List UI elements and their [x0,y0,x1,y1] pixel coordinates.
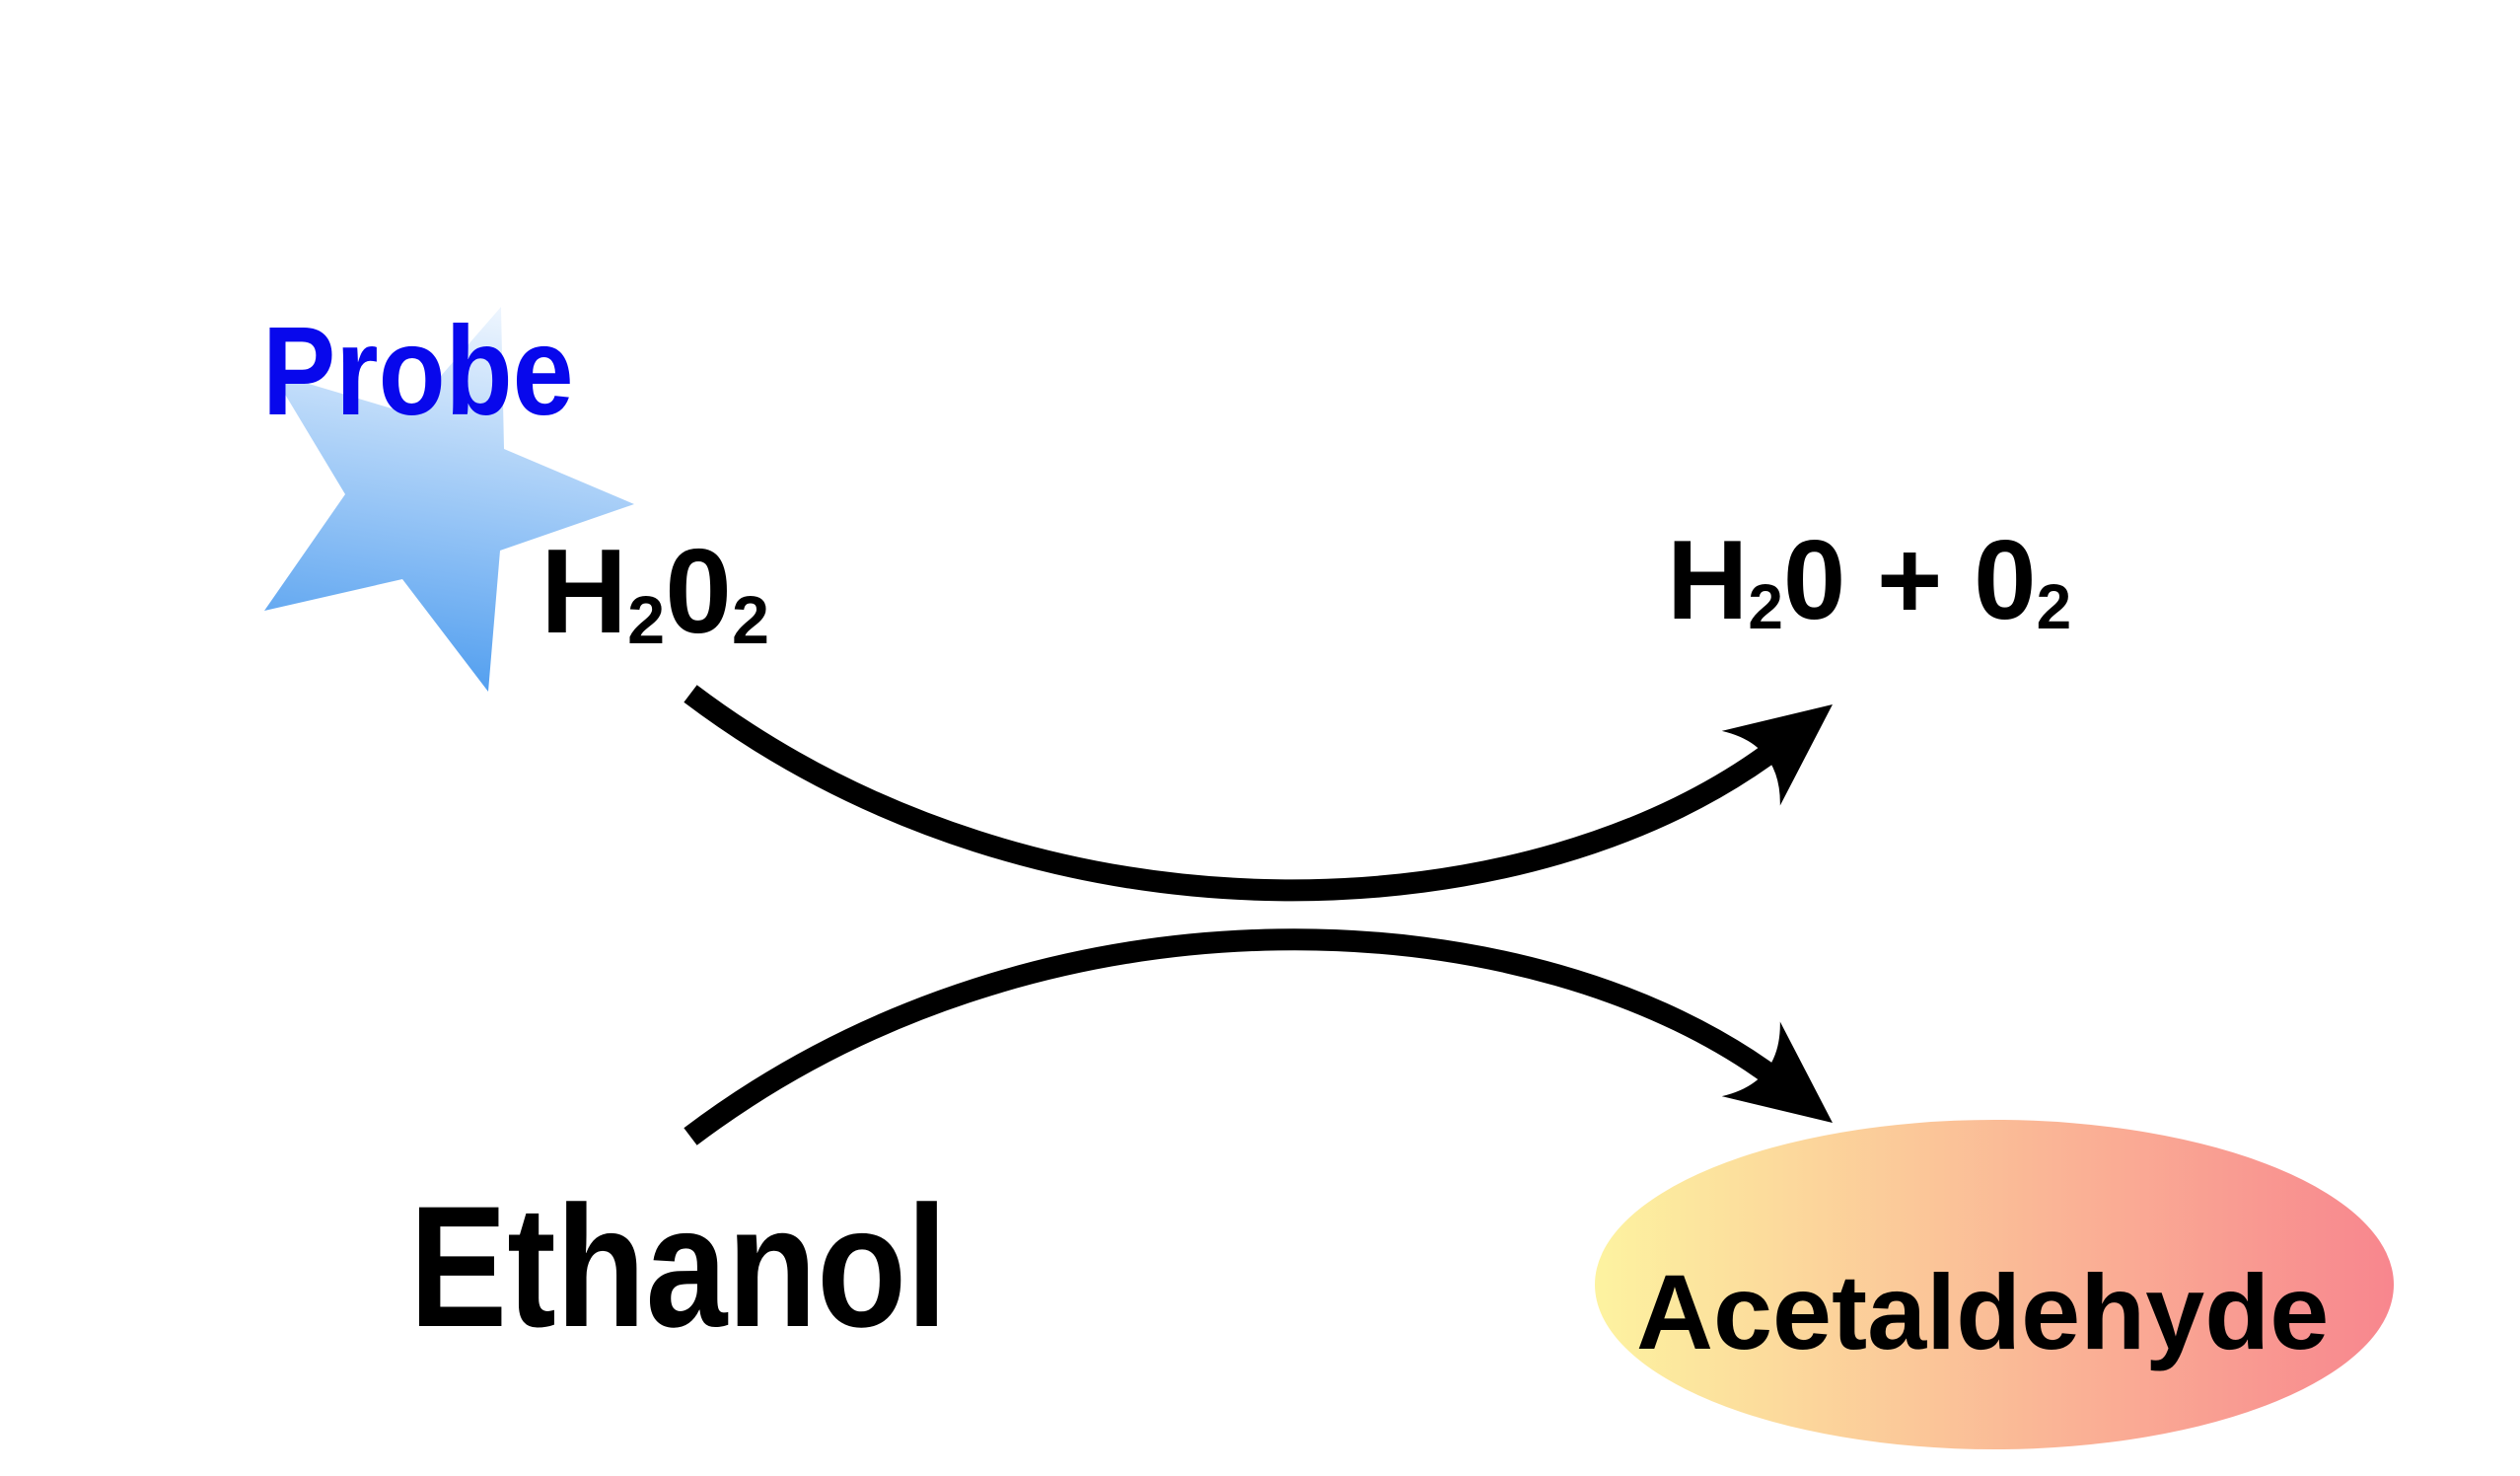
probe-label: Probe [262,301,574,442]
arrowhead-lower-icon [1721,1021,1833,1123]
products-label: H20 + 02 [1667,525,2071,639]
arrow-shaft-ethanol-to-acetaldehyde [684,928,1787,1145]
probe-star-icon [264,307,634,692]
h2o2-subscript-1: 2 [627,582,666,658]
products-subscript-1: 2 [1748,571,1783,643]
products-part-h: H [1667,518,1749,643]
acetaldehyde-ellipse [1595,1120,2394,1449]
h2o2-label: H202 [540,531,769,654]
arrow-shaft-peroxide-to-products [684,685,1787,902]
products-part-o-plus-o: 0 + 0 [1782,518,2037,643]
h2o2-part-h: H [540,524,628,658]
arrowhead-upper-icon [1721,704,1833,806]
ethanol-label: Ethanol [409,1171,948,1364]
products-subscript-2: 2 [2036,571,2072,643]
h2o2-subscript-2: 2 [731,582,769,658]
h2o2-part-o: 0 [665,524,732,658]
acetaldehyde-label: Acetaldehyde [1636,1252,2330,1371]
